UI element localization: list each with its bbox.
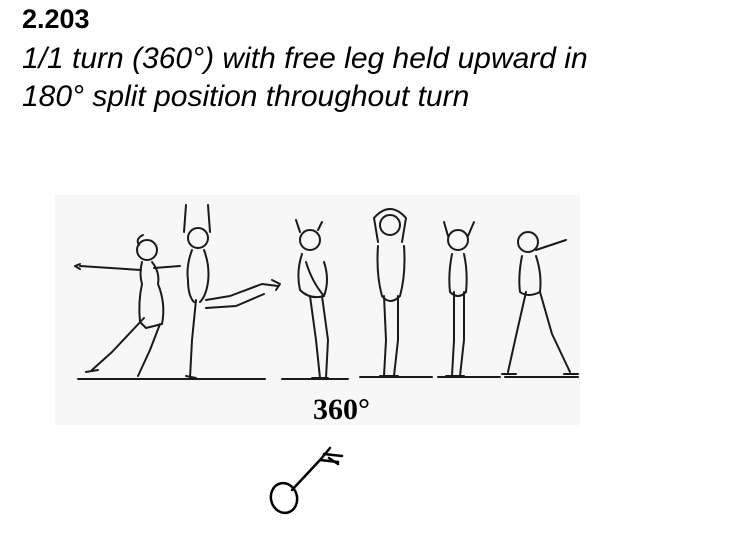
rotation-degree-label: 360° <box>313 393 370 426</box>
gymnast-figure-6 <box>501 231 579 375</box>
gymnast-figure-3 <box>295 219 329 379</box>
element-description-line-1: 1/1 turn (360°) with free leg held upwar… <box>22 42 588 75</box>
turn-with-leg-up-symbol-icon <box>269 446 344 515</box>
element-description: 1/1 turn (360°) with free leg held upwar… <box>22 40 722 116</box>
gymnast-figure-2 <box>183 204 281 379</box>
element-description-line-2: 180° split position throughout turn <box>22 80 470 113</box>
gymnast-figure-1 <box>74 234 181 377</box>
element-number: 2.203 <box>22 4 90 34</box>
gymnast-figure-5 <box>443 221 475 377</box>
gymnast-figure-4 <box>373 208 407 377</box>
